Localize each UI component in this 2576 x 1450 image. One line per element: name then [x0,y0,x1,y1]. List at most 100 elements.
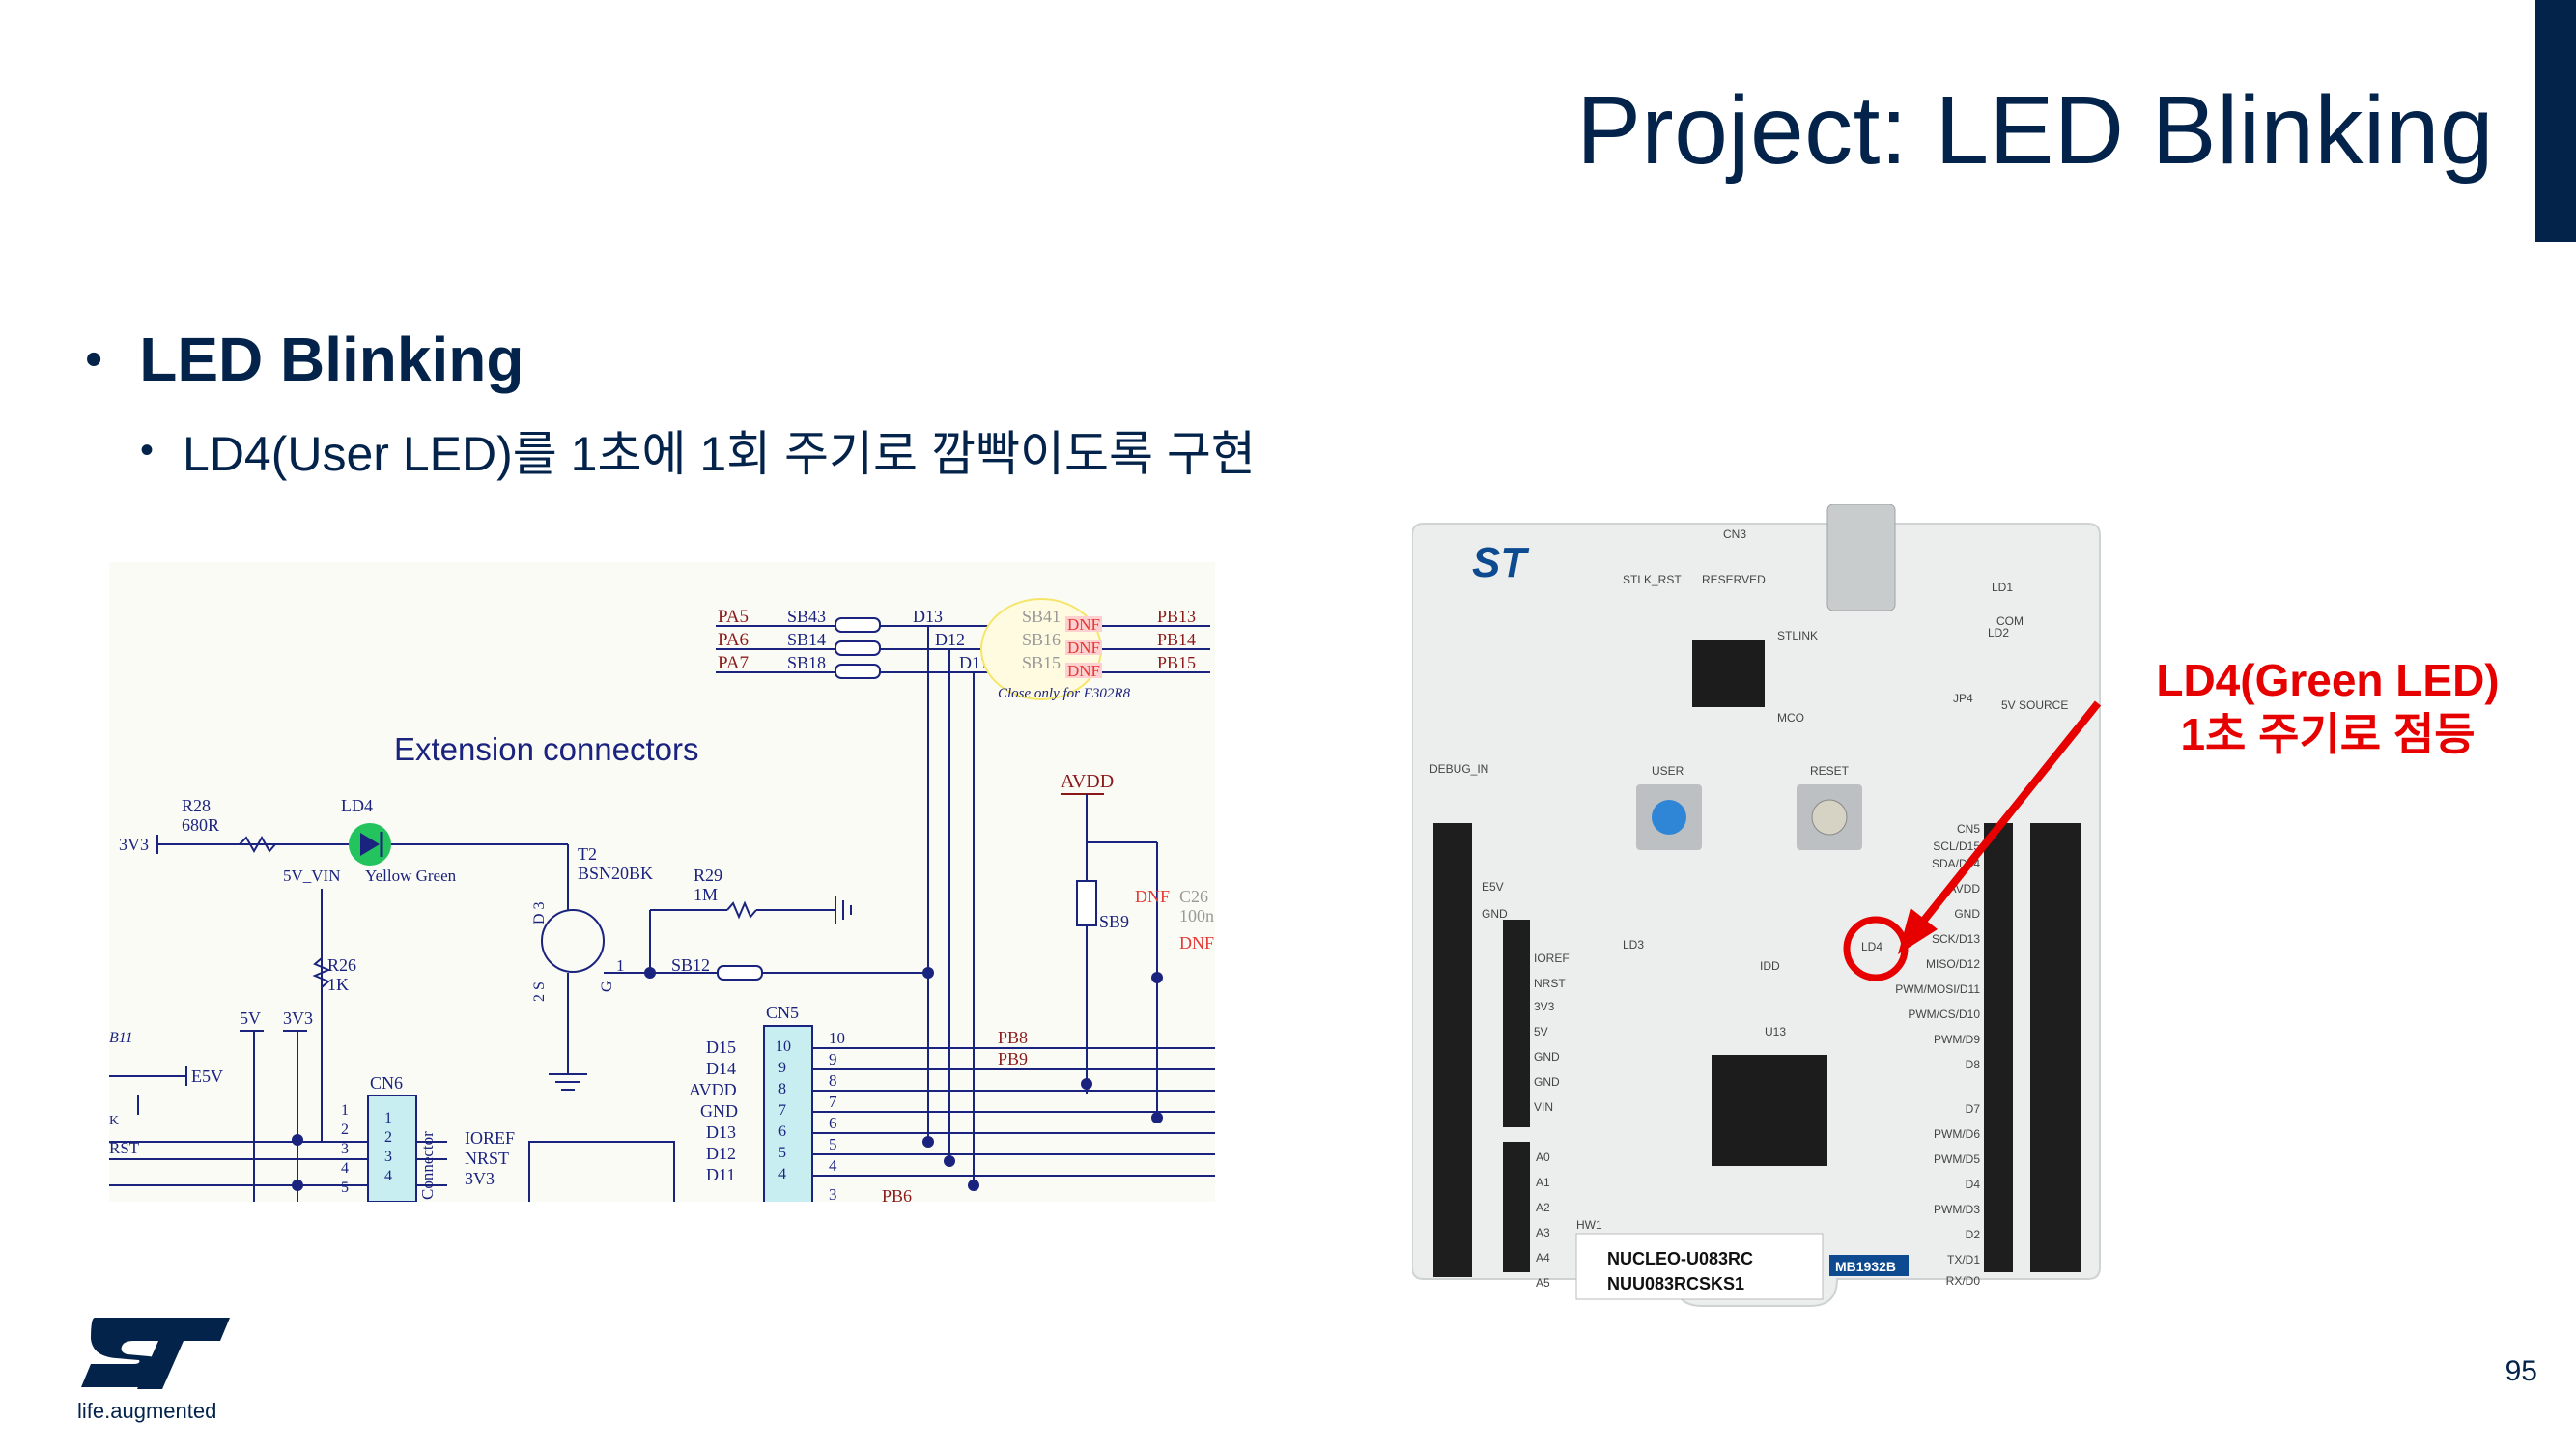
r26-val: 1K [327,975,349,994]
bullet-main-text: LED Blinking [139,325,524,394]
sb-label: SB18 [787,653,826,672]
board-label: RESET [1810,764,1850,778]
board-label: GND [1534,1075,1560,1089]
dnf-label: DNF [1067,615,1100,634]
board-label: LD2 [1988,626,2009,640]
schematic-image: PA5 PA6 PA7 SB43 SB14 SB18 D13 D12 D11 S… [109,562,1215,1202]
cn6-pin: 3 [341,1141,349,1157]
board-label: LD3 [1623,938,1644,952]
callout-line2: 1초 주기로 점등 [2180,709,2476,759]
sb12-label: SB12 [671,955,710,975]
page-title: Project: LED Blinking [1576,76,2494,185]
yellow-green-label: Yellow Green [365,867,457,885]
cn5-rpin: 4 [829,1156,837,1175]
t2-label: T2 [578,844,597,864]
nucleo-board-image: ST STLK_RST CN3 RESERVED STLINK LD1 COM … [1411,503,2101,1323]
header-label: D4 [1966,1178,1981,1191]
cn5-net: D11 [706,1165,735,1184]
cn5-pin: 5 [778,1145,786,1161]
d-label: D13 [913,607,943,626]
r29-val: 1M [694,885,718,904]
cn6-net: 3V3 [465,1169,495,1188]
cn5-pin: 4 [778,1166,786,1182]
b11-label: B11 [109,1030,133,1046]
header-label: TX/D1 [1947,1253,1980,1266]
cn6-inner-pin: 2 [384,1129,392,1146]
cn5-rpin: 7 [829,1093,837,1111]
board-label: U13 [1765,1025,1786,1038]
r28-label: R28 [182,796,211,815]
pb-mid: PB9 [998,1049,1028,1068]
dnf-c26: DNF [1135,887,1170,906]
header-label: D8 [1966,1058,1981,1071]
sb-dnf: SB41 [1022,607,1061,626]
header-label: MISO/D12 [1926,957,1980,971]
header-label: CN5 [1957,822,1980,836]
header-label: RX/D0 [1946,1274,1981,1288]
board-label: RESERVED [1702,573,1766,586]
cn6-inner-pin: 1 [384,1110,392,1126]
v5-label: 5V [240,1009,261,1028]
g-label: G [599,981,615,992]
dnf-label: DNF [1067,639,1100,657]
cn5-rpin: 6 [829,1114,837,1132]
bullet-sub-text: LD4(User LED)를 1초에 1회 주기로 깜빡이도록 구현 [183,427,1256,481]
connector-label: Connector [418,1131,437,1200]
cn5-rpin: 10 [829,1029,845,1047]
header-label: PWM/D6 [1934,1127,1980,1141]
board-label: JP4 [1953,692,1973,705]
cn5-pin: 6 [778,1123,786,1140]
cn5-rpin: 9 [829,1050,837,1068]
board-label: GND [1482,907,1508,921]
d3-label: D 3 [531,901,548,924]
board-label: CN3 [1723,527,1746,541]
r28-val: 680R [182,815,219,835]
r26-label: R26 [327,955,356,975]
pb-label: PB15 [1157,653,1196,672]
cn5-rpin: 5 [829,1135,837,1153]
cn5-net: D13 [706,1123,736,1142]
header-label: PWM/D5 [1934,1152,1980,1166]
v3v3-label: 3V3 [119,835,149,854]
close-note: Close only for F302R8 [998,686,1131,701]
board-model: NUCLEO-U083RC [1607,1249,1753,1268]
header-label: PWM/D9 [1934,1033,1980,1046]
cn6-label: CN6 [370,1073,403,1093]
header-label: D2 [1966,1228,1981,1241]
board-label: MCO [1777,711,1804,725]
cn5-pin: 10 [776,1038,791,1055]
bullet-dot: • [140,428,155,471]
cn5-pin: 7 [778,1102,786,1119]
dnf-label: DNF [1067,662,1100,680]
board-st-logo: ST [1472,539,1529,586]
board-label: 5V [1534,1025,1548,1038]
cn6-pin: 2 [341,1122,349,1138]
board-label: E5V [1482,880,1504,894]
d-label: D11 [959,653,988,672]
header-label: PWM/CS/D10 [1908,1008,1980,1021]
cn6-pin: 1 [341,1102,349,1119]
cn5-net: D15 [706,1038,736,1057]
header-label: D7 [1966,1102,1981,1116]
cn5-net: GND [700,1101,738,1121]
analog-label: A4 [1536,1251,1550,1265]
board-label: IDD [1760,959,1780,973]
pb6-label: PB6 [882,1186,912,1202]
v5vin-label: 5V_VIN [283,867,341,885]
board-label: 3V3 [1534,1000,1555,1013]
cn6-net: NRST [465,1149,509,1168]
r29-label: R29 [694,866,722,885]
cn6-pin: 5 [341,1180,349,1196]
board-code: NUU083RCSKS1 [1607,1274,1744,1294]
header-label: GND [1954,907,1980,921]
board-label: STLINK [1777,629,1818,642]
cn6-net: IOREF [465,1128,515,1148]
analog-label: A0 [1536,1151,1550,1164]
board-label: HW1 [1576,1218,1602,1232]
c26-val: 100n [1179,906,1214,925]
sb-dnf: SB15 [1022,653,1061,672]
rst-label: RST [109,1139,140,1157]
net-label: PA7 [718,653,749,673]
s2-label: 2 S [531,981,548,1002]
pb-label: PB14 [1157,630,1196,649]
